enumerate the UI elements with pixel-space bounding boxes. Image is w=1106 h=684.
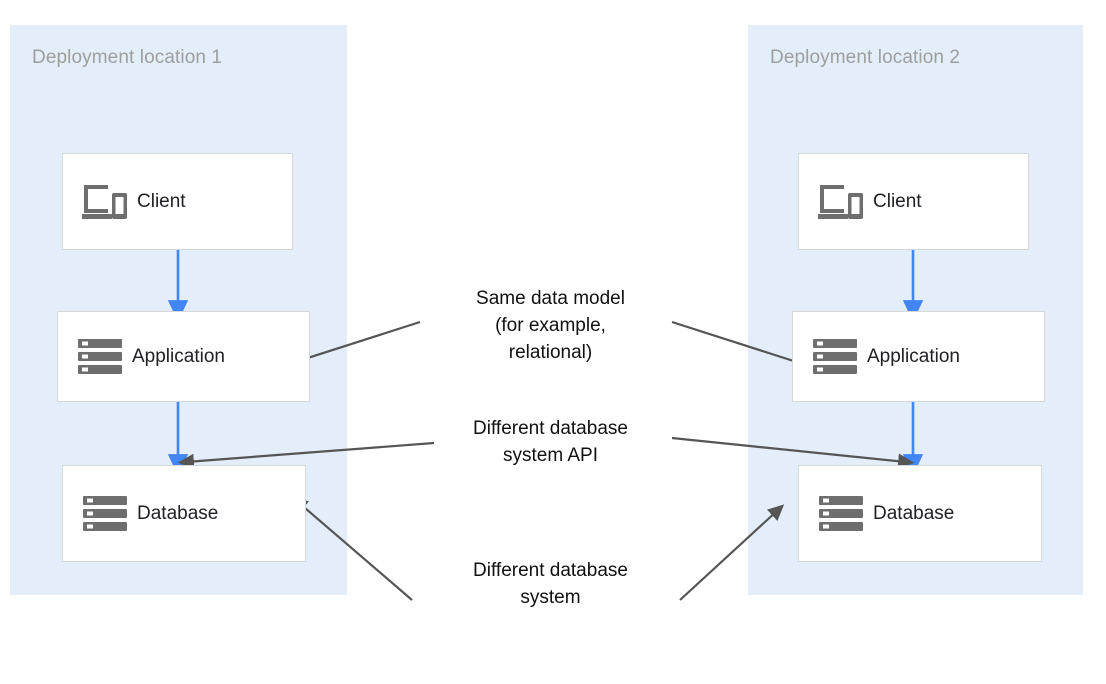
node-label-client-1: Client xyxy=(137,190,186,212)
annotation-different-database-system: Different database system xyxy=(473,560,628,608)
node-label-client-2: Client xyxy=(873,190,922,212)
node-label-database-1: Database xyxy=(137,502,219,524)
node-label-application-2: Application xyxy=(867,345,960,367)
node-client-2[interactable]: Client xyxy=(798,153,1029,250)
zone-1-title: Deployment location 1 xyxy=(32,47,223,68)
node-database-2[interactable]: Database xyxy=(798,465,1042,562)
node-label-application-1: Application xyxy=(132,345,225,367)
node-database-1[interactable]: Database xyxy=(62,465,306,562)
node-label-database-2: Database xyxy=(873,502,955,524)
server-icon xyxy=(68,333,132,381)
zone-2-title: Deployment location 2 xyxy=(770,47,961,68)
node-application-1[interactable]: Application xyxy=(57,311,310,402)
server-icon xyxy=(809,490,873,538)
server-icon xyxy=(803,333,867,381)
server-icon xyxy=(73,490,137,538)
annotation-different-database-system-api: Different database system API xyxy=(473,418,628,466)
node-application-2[interactable]: Application xyxy=(792,311,1045,402)
node-client-1[interactable]: Client xyxy=(62,153,293,250)
devices-icon xyxy=(809,178,873,226)
devices-icon xyxy=(73,178,137,226)
annotation-same-data-model: Same data model (for example, relational… xyxy=(476,288,625,363)
